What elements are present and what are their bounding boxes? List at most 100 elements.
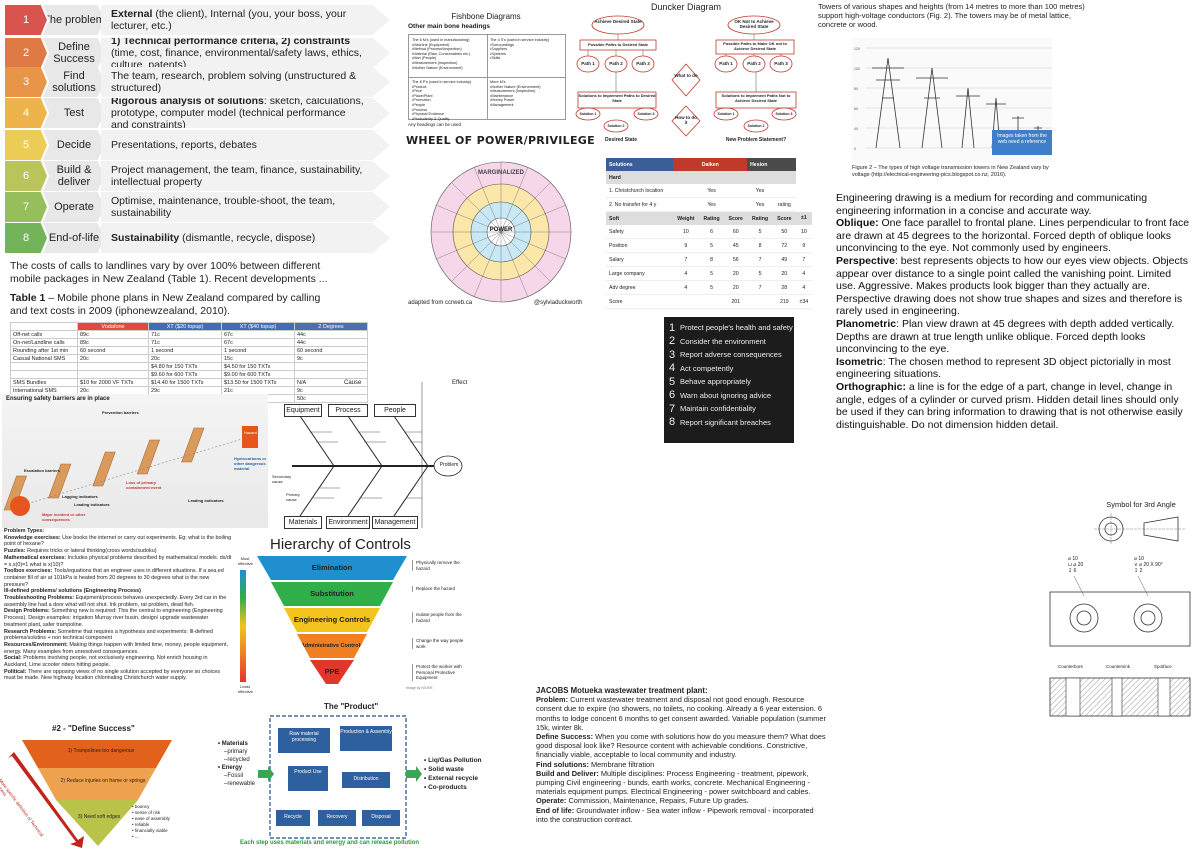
decision-header-cell xyxy=(672,158,699,171)
mobile-table-row: $9.60 for 600 TXTs$9.00 for 600 TXTs xyxy=(10,370,368,379)
duncker-what-to-do: What to do xyxy=(674,73,698,78)
problem-type-text: Requires tricks or lateral thinking(cros… xyxy=(27,548,157,555)
hole-label-right: ⌀ 10 ∨ ⌀ 20 X 90° ↧ 2 xyxy=(1134,556,1163,574)
fishbone-box-materials: Materials xyxy=(284,516,322,529)
third-angle-title: Symbol for 3rd Angle xyxy=(1106,500,1176,509)
decision-soft-cell: 4 xyxy=(672,280,699,295)
jacobs-title: JACOBS Motueka wastewater treatment plan… xyxy=(536,686,708,695)
process-step-number: 5 xyxy=(5,130,47,160)
fishbone-effect-label: Effect xyxy=(452,380,468,386)
mobile-table-cell: 1 second xyxy=(148,346,222,355)
table1-caption-label: Table 1 xyxy=(10,292,46,304)
problem-type-item: Political: There are opposing views of n… xyxy=(4,669,232,682)
decision-hard-label: Hard xyxy=(606,171,796,184)
decision-soft-cell: 7 xyxy=(747,252,773,267)
process-step-rest: (the client), Internal (you, your boss, … xyxy=(111,8,347,32)
wheel-marginalized: MARGINALIZED xyxy=(478,170,524,176)
decision-soft-cell: 6 xyxy=(698,225,725,239)
mobile-table-header: Vodafone xyxy=(77,322,149,331)
process-step-bold: Sustainability xyxy=(111,232,180,244)
mobile-table-cell: $14.40 for 1500 TXTs xyxy=(148,378,222,387)
duncker-path1-right: Path 1 xyxy=(719,61,733,66)
mobile-table-cell: 20c xyxy=(148,354,222,363)
define-level-3: 3) Need soft edges xyxy=(77,814,121,820)
decision-header-cell: Solutions xyxy=(606,158,673,171)
decision-soft-cell: Adv degree xyxy=(606,280,673,295)
decision-soft-cell: 60 xyxy=(724,225,748,239)
ethics-number: 4 xyxy=(668,362,676,375)
decision-soft-header: Soft xyxy=(606,211,673,225)
duncker-solution1: Solution 1 xyxy=(579,112,597,116)
mobile-table-cell: 89c xyxy=(77,338,149,347)
process-step-description-text: Sustainability (dismantle, recycle, disp… xyxy=(111,232,315,244)
decision-hard-cell: Yes xyxy=(747,197,773,212)
hierarchy-level-name: Substitution xyxy=(310,589,354,598)
duncker-solutions-left: Solutions to Implement Paths to Desired … xyxy=(578,93,656,103)
define-success-title: #2 - "Define Success" xyxy=(52,724,135,733)
jacobs-item-label: Define Success: xyxy=(536,732,596,742)
ethics-number: 8 xyxy=(668,416,676,429)
ethics-number: 3 xyxy=(668,348,676,361)
problem-type-text: Includes physical problems described by … xyxy=(4,554,232,568)
problem-type-label: Resources/Environment: xyxy=(4,641,70,648)
problem-type-label: Toolbox exercises: xyxy=(4,568,54,575)
counterbore-label: Counterbore xyxy=(1058,664,1084,669)
process-step-rest: (dismantle, recycle, dispose) xyxy=(179,232,316,244)
duncker-path3: Path 3 xyxy=(636,61,650,66)
hierarchy-level-description: Protect the worker with Personal Protect… xyxy=(412,664,468,681)
eng-isometric: Isometric: The chosen method to represen… xyxy=(836,356,1192,381)
decision-soft-header: ±1 xyxy=(795,211,812,225)
hierarchy-level-name: Administrative Controls xyxy=(300,643,364,649)
problem-type-item: Ill-defined problems/ solutions (Enginee… xyxy=(4,588,232,595)
product-output: • Co-products xyxy=(424,784,467,791)
ethics-item: 4 Act competently xyxy=(664,362,794,376)
process-step-description: The team, research, problem solving (uns… xyxy=(101,67,390,97)
hierarchy-of-controls: Hierarchy of Controls Most effective Lea… xyxy=(234,536,464,696)
mobile-table-cell: 44c xyxy=(294,338,368,347)
barrier-label-hazard: Hazard xyxy=(244,430,257,435)
process-step-number: 7 xyxy=(5,192,47,222)
decision-header-cell xyxy=(772,158,796,171)
mobile-table-cell xyxy=(10,370,78,379)
hierarchy-credit: Image by NIOSH xyxy=(406,686,433,690)
fishbone-primary-cause: Primary cause xyxy=(286,492,300,502)
problem-type-item: Toolbox exercises: Tools/equations that … xyxy=(4,568,232,588)
problem-type-item: Troubleshooting Problems: Equipment/proc… xyxy=(4,595,232,608)
mobile-table-header: XT ($20 topup) xyxy=(148,322,222,331)
product-box-raw-material: Raw material processing xyxy=(278,728,330,753)
decision-soft-cell: 50 xyxy=(772,225,796,239)
define-success-svg xyxy=(8,740,172,848)
fishbone-box-people: People xyxy=(374,404,416,417)
decision-soft-cell: 4 xyxy=(795,266,812,281)
product-svg xyxy=(258,715,422,839)
hole-callout-svg xyxy=(1049,575,1191,647)
duncker-desired-state: Desired State xyxy=(605,137,637,143)
process-step-description: Project management, the team, finance, s… xyxy=(101,161,390,191)
problem-type-item: Social: Problems involving people, not e… xyxy=(4,655,232,668)
jacobs-item: Operate: Commission, Maintenance, Repair… xyxy=(536,796,826,805)
product-inputs: • Materials–primary–recycled• Energy–Fos… xyxy=(218,740,255,788)
product-input: • Energy xyxy=(218,765,243,771)
decision-hard-cell: Yes xyxy=(698,184,725,198)
decision-soft-header: Rating xyxy=(698,211,725,225)
process-step-rest: (time, cost, finance, environmental/safe… xyxy=(111,47,362,71)
mobile-table-cell: 60 second xyxy=(294,346,368,355)
process-step-description: External (the client), Internal (you, yo… xyxy=(101,5,390,35)
process-step-name: End-of-life xyxy=(43,223,105,253)
define-success-bullet: • ... xyxy=(132,834,139,839)
duncker-ok-not: OK Not to Achieve Desired State xyxy=(734,19,774,29)
ethics-text: Act competently xyxy=(680,363,734,373)
duncker-solution3: Solution 3 xyxy=(637,112,655,116)
eng-oblique-text: One face parallel to frontal plane. Line… xyxy=(836,217,1190,255)
duncker-paths-left: Possible Paths to Desired State xyxy=(587,42,649,47)
decision-soft-cell: 56 xyxy=(724,252,748,267)
decision-soft-cell: 8 xyxy=(747,238,773,253)
